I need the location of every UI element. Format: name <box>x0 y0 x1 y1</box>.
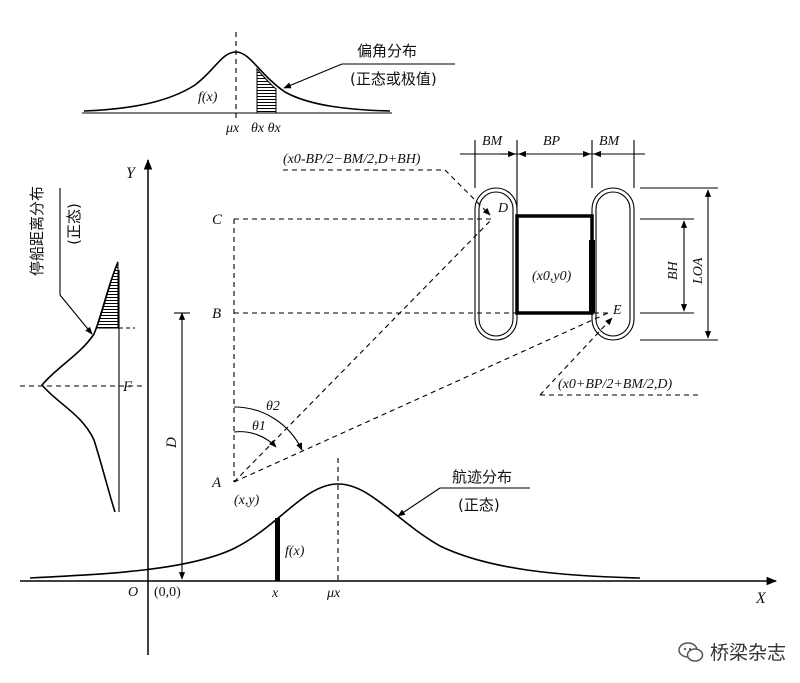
track-bell-curve <box>29 483 641 579</box>
stop-F-label: F <box>122 379 133 395</box>
track-distribution-subtitle: (正态) <box>458 496 500 514</box>
point-A-label: A <box>211 475 222 491</box>
theta1-label: θ1 <box>252 419 266 434</box>
track-sample-bar <box>275 518 280 581</box>
dim-LOA-label: LOA <box>691 257 706 285</box>
track-label-leader <box>397 487 441 517</box>
y-axis-label: Y <box>126 165 137 182</box>
origin-label: O <box>128 585 138 600</box>
point-C-label: C <box>212 212 223 228</box>
dim-BM-left-label: BM <box>482 134 504 149</box>
point-B-label: B <box>212 306 221 322</box>
track-distribution: f(x) x μx 航迹分布 (正态) <box>29 458 641 601</box>
deflection-distribution: f(x) μx θx θx 偏角分布 (正态或极值) <box>82 32 455 136</box>
point-A-coordinate: (x,y) <box>234 493 260 508</box>
dim-BH-label: BH <box>666 260 681 280</box>
bridge-pier: (x0,y0) D E BM BP BM BH LOA (x0-BP/2−BM/… <box>283 134 718 396</box>
ray-to-D <box>233 218 493 483</box>
corner-D-coordinate: (x0-BP/2−BM/2,D+BH) <box>283 152 421 167</box>
main-axes: X Y O (0,0) <box>20 158 778 655</box>
reference-geometry: C B A (x,y) D θ1 θ2 <box>164 212 609 580</box>
deflection-bell-curve <box>83 51 391 112</box>
track-distribution-title: 航迹分布 <box>452 468 512 486</box>
dim-BP-label: BP <box>543 134 561 149</box>
deflection-hatched-area <box>256 67 277 114</box>
corner-D-leader <box>444 169 491 216</box>
corner-E-label: E <box>612 303 622 318</box>
track-x-label: x <box>271 586 279 601</box>
deflection-distribution-title: 偏角分布 <box>357 42 417 60</box>
stopping-distance-distribution: F 停船距离分布 (正态) <box>20 186 142 513</box>
ray-to-E <box>233 312 609 483</box>
deflection-label-leader <box>283 63 343 89</box>
D-dimension-label: D <box>164 437 180 449</box>
deflection-mean-label: μx <box>225 121 240 136</box>
stop-distribution-subtitle: (正态) <box>65 203 83 245</box>
wechat-icon <box>678 641 704 662</box>
watermark: 桥梁杂志 <box>678 638 786 665</box>
x-axis-label: X <box>755 590 767 607</box>
theta2-label: θ2 <box>266 399 280 414</box>
right-column-inner <box>595 191 631 337</box>
deflection-distribution-subtitle: (正态或极值) <box>350 70 437 88</box>
pier-center-label: (x0,y0) <box>532 269 572 284</box>
corner-E-coordinate: (x0+BP/2+BM/2,D) <box>558 377 672 392</box>
corner-D-label: D <box>497 201 508 216</box>
stop-label-leader <box>59 294 93 335</box>
deflection-theta-label: θx θx <box>251 121 281 136</box>
stop-distribution-title: 停船距离分布 <box>28 186 46 276</box>
watermark-text: 桥梁杂志 <box>709 642 786 664</box>
theta1-arc <box>233 431 277 448</box>
theta2-arc <box>233 406 303 451</box>
origin-coordinate: (0,0) <box>154 585 181 600</box>
track-fx-label: f(x) <box>285 544 305 559</box>
stop-bell-curve <box>40 261 119 513</box>
deflection-fx-label: f(x) <box>198 90 218 105</box>
dim-BM-right-label: BM <box>599 134 621 149</box>
track-mean-label: μx <box>326 586 341 601</box>
pier-cap <box>515 214 594 315</box>
left-column <box>474 187 518 341</box>
left-column-inner <box>478 191 514 337</box>
